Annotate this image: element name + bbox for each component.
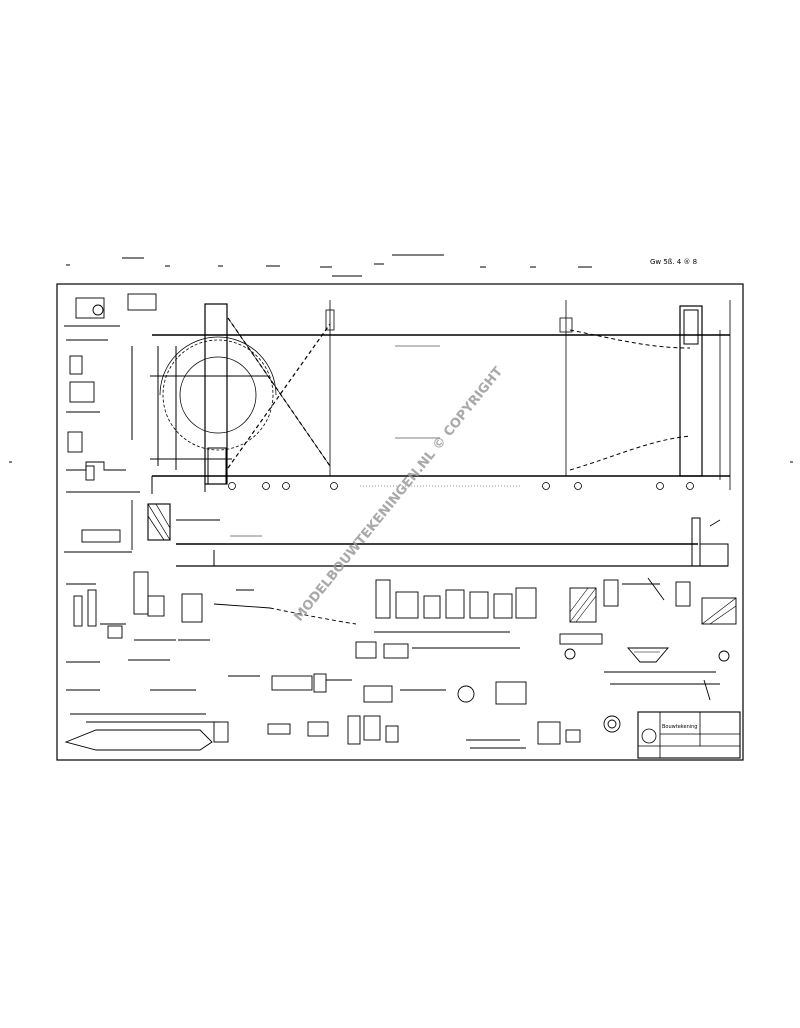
left-detail-column bbox=[64, 293, 157, 553]
right-lower-details bbox=[559, 577, 737, 733]
longitudinal-section bbox=[147, 503, 729, 567]
lower-left-details bbox=[64, 571, 399, 751]
main-elevation-view bbox=[131, 300, 731, 494]
centre-lower-details bbox=[355, 579, 581, 749]
top-markers bbox=[66, 254, 592, 277]
drawing-frame bbox=[56, 283, 744, 761]
copyright-watermark: MODELBOUWTEKENINGEN.NL © COPYRIGHT bbox=[291, 364, 506, 624]
title-block-label: Bouwtekening bbox=[662, 724, 697, 730]
title-block bbox=[637, 711, 741, 759]
header-right-note: Gw 5ß. 4 ® 8 bbox=[650, 258, 697, 266]
